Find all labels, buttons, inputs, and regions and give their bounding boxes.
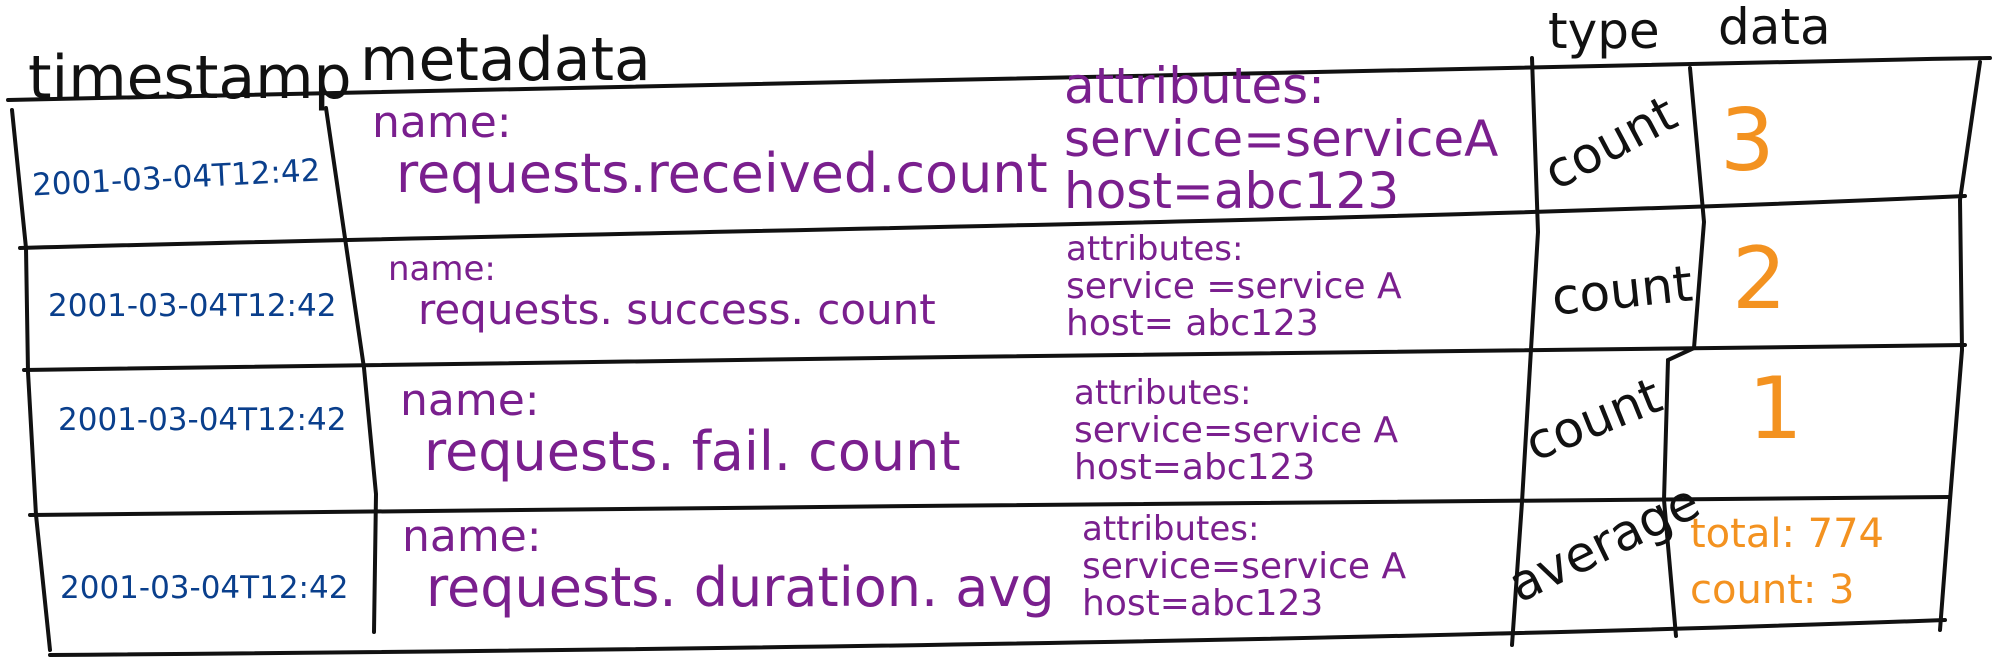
row-4-timestamp: 2001-03-04T12:42 [60, 570, 349, 606]
row-1-service: service=serviceA [1064, 109, 1499, 168]
row-3-service: service=service A [1074, 409, 1399, 451]
row-2-timestamp: 2001-03-04T12:42 [48, 288, 337, 324]
row-line-bottom [48, 618, 1947, 657]
row-2-service: service =service A [1066, 265, 1402, 307]
row-1-attributes: attributes: service=serviceA host=abc123 [1064, 60, 1498, 218]
row-4-metadata: name: requests. duration. avg [402, 511, 1055, 620]
row-line-3 [28, 495, 1952, 517]
row-4-total: total: 774 [1690, 511, 1885, 557]
header-metadata: metadata [360, 25, 651, 95]
row-3-host: host=abc123 [1074, 447, 1316, 489]
row-3-name: requests. fail. count [424, 420, 961, 484]
row-1-metadata: name: requests.received.count [372, 97, 1048, 206]
col-line-left [10, 108, 52, 652]
row-1-attributes-label: attributes: [1064, 57, 1325, 115]
row-4-value: total: 774 count: 3 [1690, 506, 1884, 618]
row-1-name: requests.received.count [396, 142, 1048, 206]
col-line-type-data [1661, 66, 1707, 638]
row-2-metadata: name: requests. success. count [388, 249, 936, 334]
row-2-host: host= abc123 [1066, 303, 1319, 345]
row-2-attributes-label: attributes: [1066, 229, 1244, 269]
row-3-value: 1 [1748, 359, 1803, 459]
col-line-ts-meta [324, 106, 379, 634]
row-4-count: count: 3 [1690, 567, 1855, 613]
row-2-attributes: attributes: service =service A host= abc… [1066, 229, 1402, 345]
col-line-right [1938, 60, 1982, 632]
row-1-value: 3 [1720, 91, 1775, 191]
row-line-1 [18, 194, 1967, 250]
header-data: data [1718, 0, 1831, 56]
row-2-type: count [1548, 254, 1696, 327]
row-3-metadata: name: requests. fail. count [400, 375, 961, 484]
row-1-name-label: name: [372, 97, 512, 148]
row-4-host: host=abc123 [1082, 583, 1324, 625]
row-4-name-label: name: [402, 511, 542, 562]
row-4-attributes-label: attributes: [1082, 509, 1260, 549]
row-4-attributes: attributes: service=service A host=abc12… [1082, 509, 1407, 625]
row-2-name-label: name: [388, 249, 496, 289]
row-3-attributes-label: attributes: [1074, 373, 1252, 413]
col-line-meta-type [1510, 56, 1541, 647]
row-4-name: requests. duration. avg [426, 556, 1055, 620]
row-3-attributes: attributes: service=service A host=abc12… [1074, 373, 1399, 489]
row-2-value: 2 [1732, 229, 1787, 329]
row-3-name-label: name: [400, 375, 540, 426]
row-2-name: requests. success. count [418, 284, 936, 334]
row-4-service: service=service A [1082, 545, 1407, 587]
row-3-timestamp: 2001-03-04T12:42 [58, 402, 347, 438]
header-type: type [1548, 2, 1660, 60]
row-1-host: host=abc123 [1064, 162, 1400, 220]
